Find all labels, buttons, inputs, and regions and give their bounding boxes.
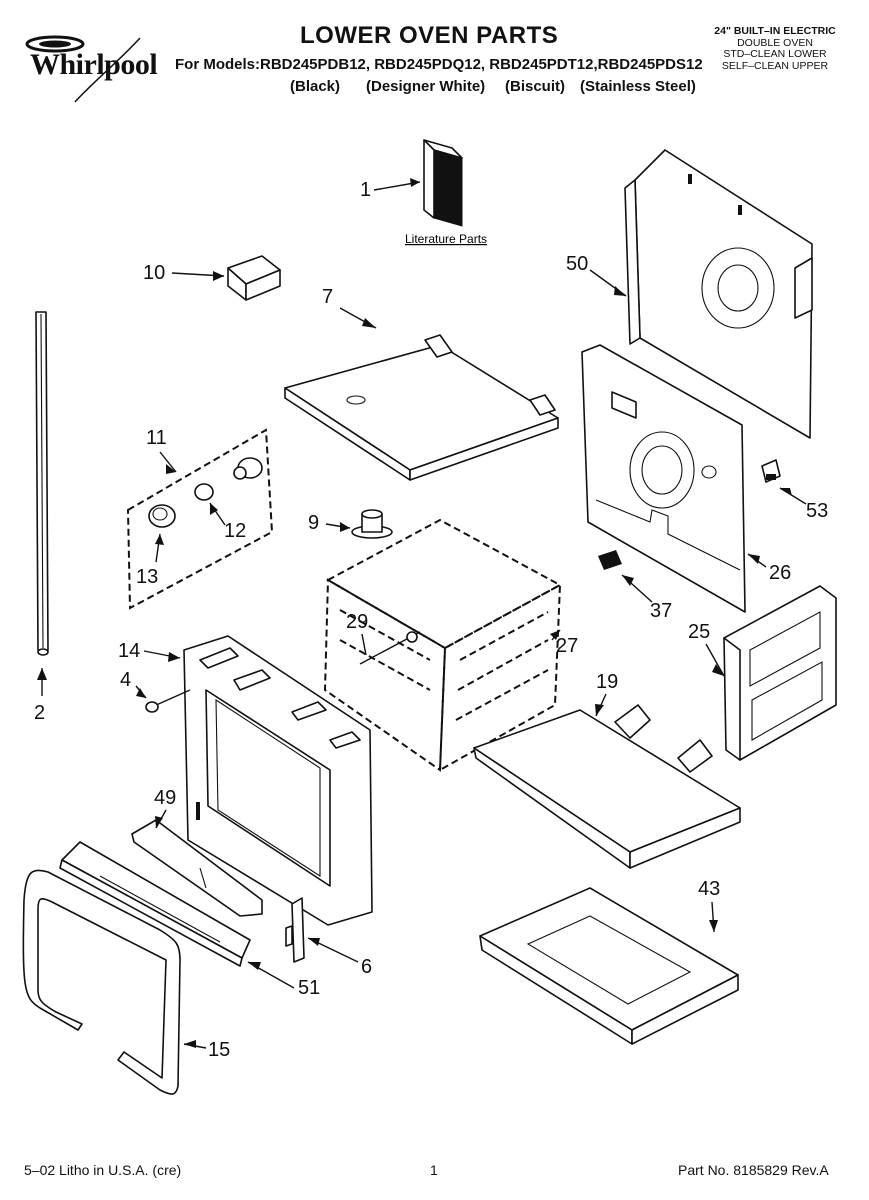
part-side-panel	[723, 585, 837, 761]
callout-26: 26	[769, 562, 791, 584]
callout-13: 13	[136, 566, 158, 588]
logo-swoosh-icon	[25, 35, 141, 103]
callout-1: 1	[360, 179, 371, 201]
callout-10: 10	[143, 262, 165, 284]
part-switch-11	[233, 457, 263, 480]
part-clip-53	[761, 459, 781, 483]
whirlpool-logo: Whirlpool	[20, 30, 170, 103]
part-door-gasket	[22, 869, 181, 1095]
part-front-trim	[59, 841, 251, 967]
spec-line: SELF–CLEAN UPPER	[721, 59, 829, 72]
part-bracket-6	[285, 897, 305, 963]
callout-27: 27	[556, 635, 578, 657]
part-element-29	[359, 631, 421, 665]
spec-line: 24" BUILT–IN ELECTRIC	[714, 25, 836, 37]
callout-49: 49	[154, 787, 176, 809]
spec-line: STD–CLEAN LOWER	[723, 48, 827, 60]
part-bracket-10	[227, 255, 281, 301]
callout-53: 53	[806, 500, 828, 522]
part-knob-12	[194, 483, 214, 501]
part-bottom-tray	[479, 887, 739, 1045]
callout-7: 7	[322, 286, 333, 308]
part-screw-4	[145, 689, 191, 713]
callout-37: 37	[650, 600, 672, 622]
part-number: Part No. 8185829 Rev.A	[678, 1162, 829, 1178]
product-specs: 24" BUILT–IN ELECTRIC DOUBLE OVEN STD–CL…	[700, 25, 850, 72]
page-title: LOWER OVEN PARTS	[300, 22, 559, 49]
literature-parts-label: Literature Parts	[405, 232, 487, 246]
footer-litho: 5–02 Litho in U.S.A. (cre)	[24, 1162, 182, 1178]
part-oven-cavity	[323, 518, 563, 772]
page-number: 1	[430, 1162, 438, 1178]
callout-9: 9	[308, 512, 319, 534]
color-biscuit: (Biscuit)	[505, 78, 565, 95]
spec-line: DOUBLE OVEN	[737, 36, 813, 49]
part-rear-wall	[581, 344, 746, 613]
model-numbers: For Models:RBD245PDB12, RBD245PDQ12, RBD…	[175, 56, 703, 73]
callout-25: 25	[688, 621, 710, 643]
part-knob-13	[148, 504, 176, 528]
callout-15: 15	[208, 1039, 230, 1061]
callout-11: 11	[146, 427, 167, 449]
switch-group-box	[126, 428, 274, 610]
callout-43: 43	[698, 878, 720, 900]
part-side-trim	[35, 311, 49, 656]
callout-14: 14	[118, 640, 140, 662]
part-front-frame	[183, 635, 373, 926]
brand-name: Whirlpool	[30, 48, 158, 81]
callout-2: 2	[34, 702, 45, 724]
callout-51: 51	[298, 977, 320, 999]
callout-50: 50	[566, 253, 588, 275]
part-rear-shield	[624, 149, 813, 439]
part-literature	[423, 139, 463, 227]
part-terminal-9	[351, 509, 393, 539]
callout-12: 12	[224, 520, 246, 542]
callout-6: 6	[361, 956, 372, 978]
color-designer-white: (Designer White)	[366, 78, 486, 95]
color-stainless-steel: (Stainless Steel)	[580, 78, 696, 95]
callout-29: 29	[346, 611, 368, 633]
color-black: (Black)	[290, 78, 341, 95]
part-bottom-panel	[473, 704, 741, 869]
part-sensor-37	[598, 550, 622, 570]
callout-19: 19	[596, 671, 618, 693]
callout-4: 4	[120, 669, 131, 691]
leader-arrowheads	[37, 178, 792, 1048]
part-top-panel	[284, 334, 559, 481]
